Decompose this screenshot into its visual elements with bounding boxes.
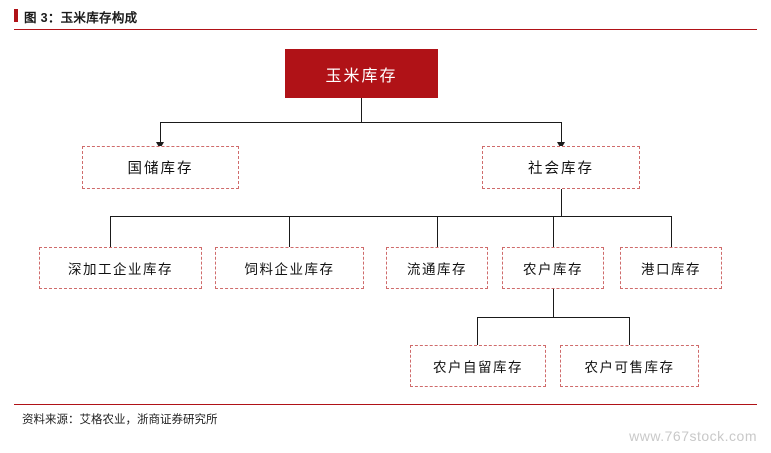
source-note: 资料来源：艾格农业，浙商证券研究所 [22, 414, 218, 426]
connector-shehui-down [561, 189, 562, 216]
title-divider [14, 29, 757, 30]
node-deep-processing-inventory[interactable]: 深加工企业库存 [39, 247, 202, 289]
connector-to-ziliu [477, 317, 478, 345]
node-port-inventory[interactable]: 港口库存 [620, 247, 722, 289]
node-feed-enterprise-inventory[interactable]: 饲料企业库存 [215, 247, 364, 289]
page-title: 图 3：玉米库存构成 [24, 11, 138, 25]
node-root-corn-inventory[interactable]: 玉米库存 [285, 49, 438, 98]
node-farmer-inventory[interactable]: 农户库存 [502, 247, 604, 289]
watermark-text: www.767stock.com [629, 428, 757, 444]
node-social-inventory[interactable]: 社会库存 [482, 146, 640, 189]
title-accent-bar [14, 9, 18, 22]
connector-nonghu-down [553, 289, 554, 317]
connector-level2-bus [160, 122, 562, 123]
node-state-reserve-inventory[interactable]: 国储库存 [82, 146, 239, 189]
connector-level4-bus [477, 317, 629, 318]
arrow-to-guochu [156, 142, 164, 149]
connector-to-nonghu [553, 216, 554, 247]
connector-to-liutong [437, 216, 438, 247]
connector-level3-bus [110, 216, 671, 217]
connector-to-guochu [160, 122, 161, 146]
connector-to-gangkou [671, 216, 672, 247]
footer-divider [14, 404, 757, 405]
connector-root-down [361, 98, 362, 122]
connector-to-keshou [629, 317, 630, 345]
node-circulation-inventory[interactable]: 流通库存 [386, 247, 488, 289]
connector-to-shehui [561, 122, 562, 146]
connector-to-siliao [289, 216, 290, 247]
node-farmer-retained-inventory[interactable]: 农户自留库存 [410, 345, 546, 387]
figure-header: 图 3：玉米库存构成 [0, 0, 771, 30]
connector-to-shenjiagong [110, 216, 111, 247]
node-farmer-sellable-inventory[interactable]: 农户可售库存 [560, 345, 699, 387]
arrow-to-shehui [557, 142, 565, 149]
